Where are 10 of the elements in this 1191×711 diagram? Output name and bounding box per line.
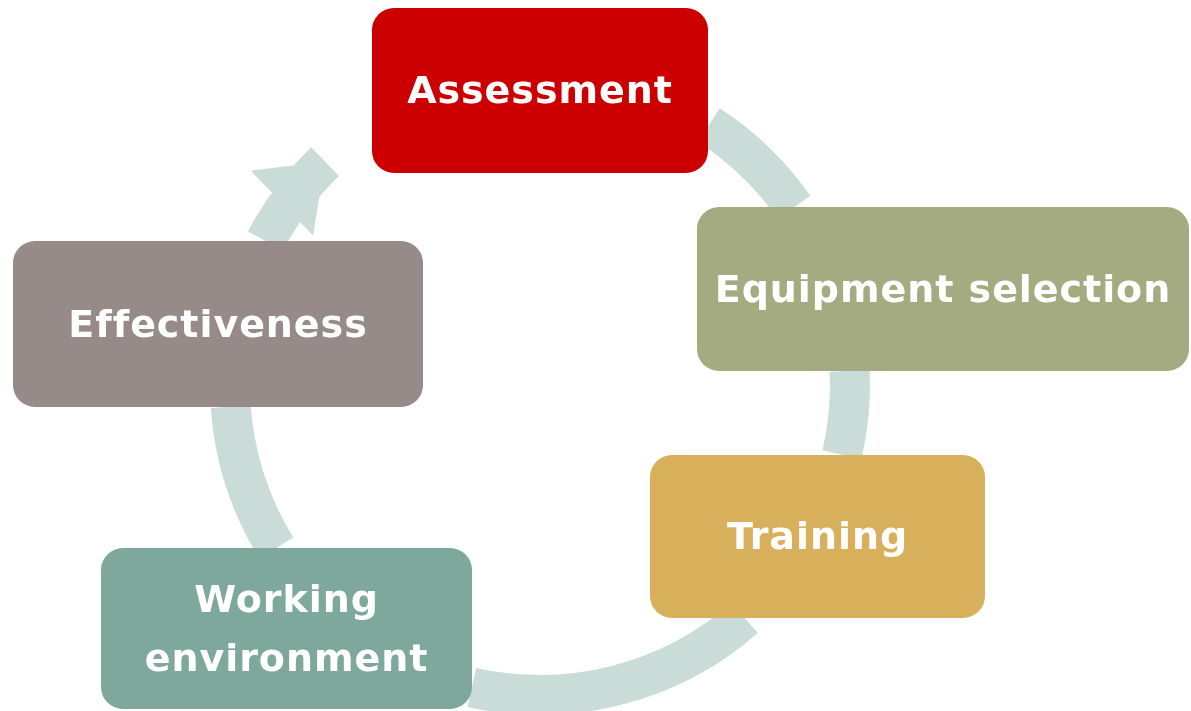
stage-label: Equipment selection	[714, 265, 1172, 313]
stage-label: Assessment	[407, 67, 673, 115]
stage-box	[13, 241, 423, 407]
stage-label: Working environment	[143, 575, 430, 682]
stage-label: Training	[726, 513, 909, 561]
stage-label: Effectiveness	[68, 300, 368, 348]
stage-box	[697, 207, 1189, 371]
stage-box	[372, 8, 708, 173]
stage-box	[650, 455, 985, 618]
stage-box	[101, 548, 472, 709]
